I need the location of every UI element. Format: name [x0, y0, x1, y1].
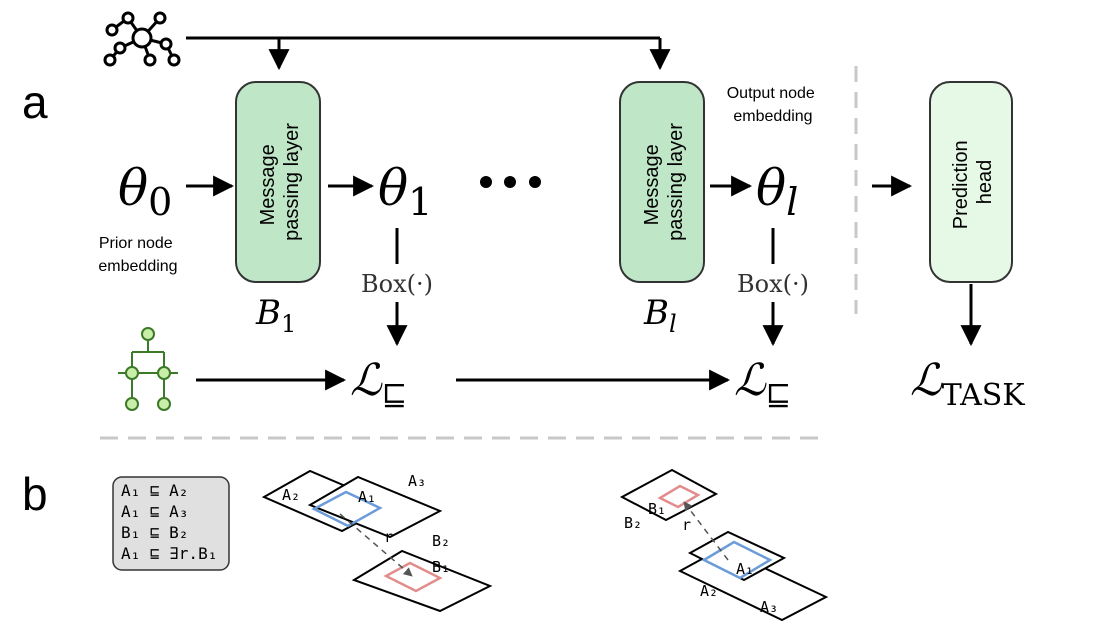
right-box-embedding: B₁ B₂ r A₁ A₂ A₃	[619, 468, 829, 622]
svg-text:A₃: A₃	[760, 598, 778, 616]
svg-text:r: r	[682, 516, 691, 534]
graph-network-icon	[103, 11, 181, 67]
bl-label: Bl	[643, 293, 677, 338]
output-caption: Output node embedding	[727, 85, 820, 125]
panel-a-label: a	[22, 76, 48, 128]
svg-text:B₂: B₂	[432, 532, 450, 550]
svg-text:A₂: A₂	[700, 582, 718, 600]
graph-input-arrows	[186, 36, 671, 71]
loss-task: ℒTASK	[910, 355, 1025, 413]
panel-b-label: b	[22, 468, 48, 520]
svg-text:A₁: A₁	[358, 488, 376, 506]
theta-l: θl	[756, 159, 798, 224]
svg-text:B₂: B₂	[624, 514, 642, 532]
layer-1-text: Message passing layer	[257, 123, 303, 241]
ellipsis-dots	[480, 176, 541, 188]
box-op-l: Box(·)	[737, 270, 809, 298]
message-passing-layer-l	[619, 81, 705, 283]
prediction-head	[929, 81, 1013, 283]
svg-text:A₃: A₃	[408, 472, 426, 490]
prior-caption: Prior node embedding	[98, 235, 177, 275]
theta-1: θ1	[378, 159, 432, 224]
axiom-list: A₁ ⊑ A₂ A₁ ⊑ A₃ B₁ ⊑ B₂ A₁ ⊑ ∃r.B₁	[121, 481, 217, 563]
axiom-box	[112, 476, 230, 571]
prediction-head-text: Prediction head	[950, 135, 996, 230]
svg-text:A₂: A₂	[282, 486, 300, 504]
layer-l-text: Message passing layer	[641, 123, 687, 241]
loss-subsumption-2: ℒ⊑	[734, 355, 791, 413]
theta-0: θ0	[118, 159, 172, 224]
svg-text:r: r	[384, 528, 393, 546]
left-box-embedding: A₂ A₁ A₃ r B₂ B₁	[261, 469, 493, 613]
svg-text:B₁: B₁	[648, 500, 666, 518]
hierarchy-tree-icon	[118, 327, 178, 411]
box-op-1: Box(·)	[361, 270, 433, 298]
message-passing-layer-1	[235, 81, 321, 283]
svg-text:A₁: A₁	[736, 560, 754, 578]
loss-subsumption-1: ℒ⊑	[350, 355, 407, 413]
svg-text:B₁: B₁	[432, 558, 450, 576]
b1-label: B1	[255, 293, 296, 338]
